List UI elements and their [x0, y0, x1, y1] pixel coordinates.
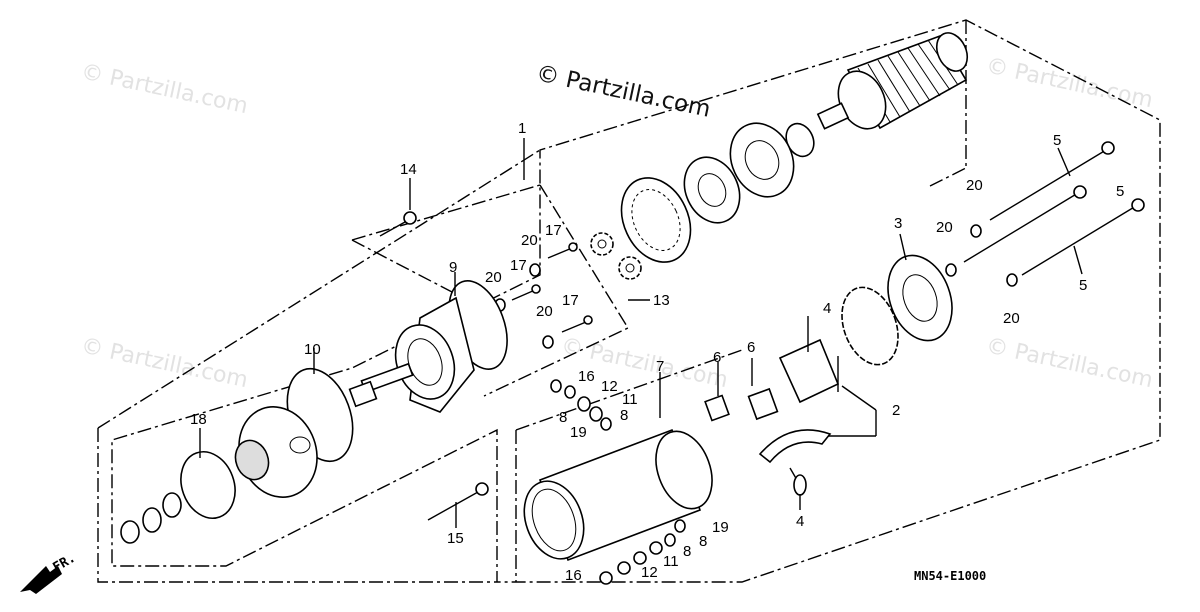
callout-5-bottom: 5	[1079, 277, 1087, 294]
bolt-14	[379, 211, 417, 237]
callout-8-lower-b: 8	[699, 533, 707, 550]
watermark-main: © Partzilla.com	[534, 60, 713, 122]
watermarks: © Partzilla.com © Partzilla.com © Partzi…	[79, 53, 1155, 393]
bolt-15	[427, 482, 489, 521]
terminal-hardware-lower	[599, 519, 686, 585]
callout-20-right-top: 20	[966, 177, 983, 194]
brush-plate	[841, 286, 899, 366]
callout-16-upper: 16	[578, 368, 595, 385]
washer-front-a	[162, 492, 182, 518]
callout-19-lower: 19	[712, 519, 729, 536]
callout-9: 9	[449, 259, 457, 276]
callout-2: 2	[892, 402, 900, 419]
callout-12-upper: 12	[601, 378, 618, 395]
callout-20-right-mid: 20	[936, 219, 953, 236]
long-bolts-5	[945, 141, 1145, 287]
callout-1: 1	[518, 120, 526, 137]
callout-13: 13	[653, 292, 670, 309]
watermark-top-left: © Partzilla.com	[79, 59, 250, 119]
armature	[816, 32, 969, 130]
callout-17-mid: 17	[510, 257, 527, 274]
armature-washer-large	[729, 122, 795, 198]
terminal-hardware-upper	[550, 379, 612, 431]
reduction-gear-housing	[348, 280, 508, 413]
callout-6-left: 6	[713, 349, 721, 366]
callout-5-mid: 5	[1116, 183, 1124, 200]
callout-14: 14	[400, 161, 417, 178]
callout-3: 3	[894, 215, 902, 232]
callout-20-mid: 20	[485, 269, 502, 286]
screws-17	[494, 242, 593, 349]
callout-20-top: 20	[521, 232, 538, 249]
callout-4-upper: 4	[823, 300, 831, 317]
snap-ring-front	[120, 520, 140, 544]
o-ring-18	[180, 451, 236, 519]
callout-10: 10	[304, 341, 321, 358]
callout-20-right-bottom: 20	[1003, 310, 1020, 327]
pinion-housing	[234, 406, 318, 498]
front-arrow-icon: FR.	[20, 551, 78, 594]
callout-6-right: 6	[747, 339, 755, 356]
callout-18: 18	[190, 411, 207, 428]
callout-4-lower: 4	[796, 513, 804, 530]
brush-holder-assembly	[758, 338, 840, 496]
callout-11-upper: 11	[622, 391, 638, 408]
callout-17-top: 17	[545, 222, 562, 239]
assembly-outline	[97, 19, 1161, 583]
watermark-mid-right: © Partzilla.com	[984, 333, 1155, 393]
callout-16-lower: 16	[565, 567, 582, 584]
brush-parts	[704, 387, 779, 422]
callout-11-lower: 11	[663, 553, 679, 570]
callout-5-top: 5	[1053, 132, 1061, 149]
planetary-gears	[590, 232, 642, 280]
callout-7: 7	[656, 358, 664, 375]
motor-yoke	[523, 428, 713, 562]
rear-cover	[887, 254, 953, 342]
leader-lines	[199, 138, 1083, 528]
callout-8-upper-left: 8	[559, 409, 567, 426]
callout-8-upper-right: 8	[620, 407, 628, 424]
ring-gear	[620, 177, 692, 263]
callout-15: 15	[447, 530, 464, 547]
callout-8-lower-a: 8	[683, 543, 691, 560]
diagram-code: MN54-E1000	[914, 569, 986, 583]
washer-front-b	[142, 507, 162, 533]
callout-17-bottom: 17	[562, 292, 579, 309]
callout-19-upper: 19	[570, 424, 587, 441]
internal-ring-washer	[683, 156, 741, 224]
callout-20-low: 20	[536, 303, 553, 320]
watermark-mid-left: © Partzilla.com	[79, 333, 250, 393]
callouts: 1 2 3 4 4 5 5 5 6 6 7 8 8 8 8 9 10 11 11…	[190, 120, 1124, 584]
callout-12-lower: 12	[641, 564, 658, 581]
